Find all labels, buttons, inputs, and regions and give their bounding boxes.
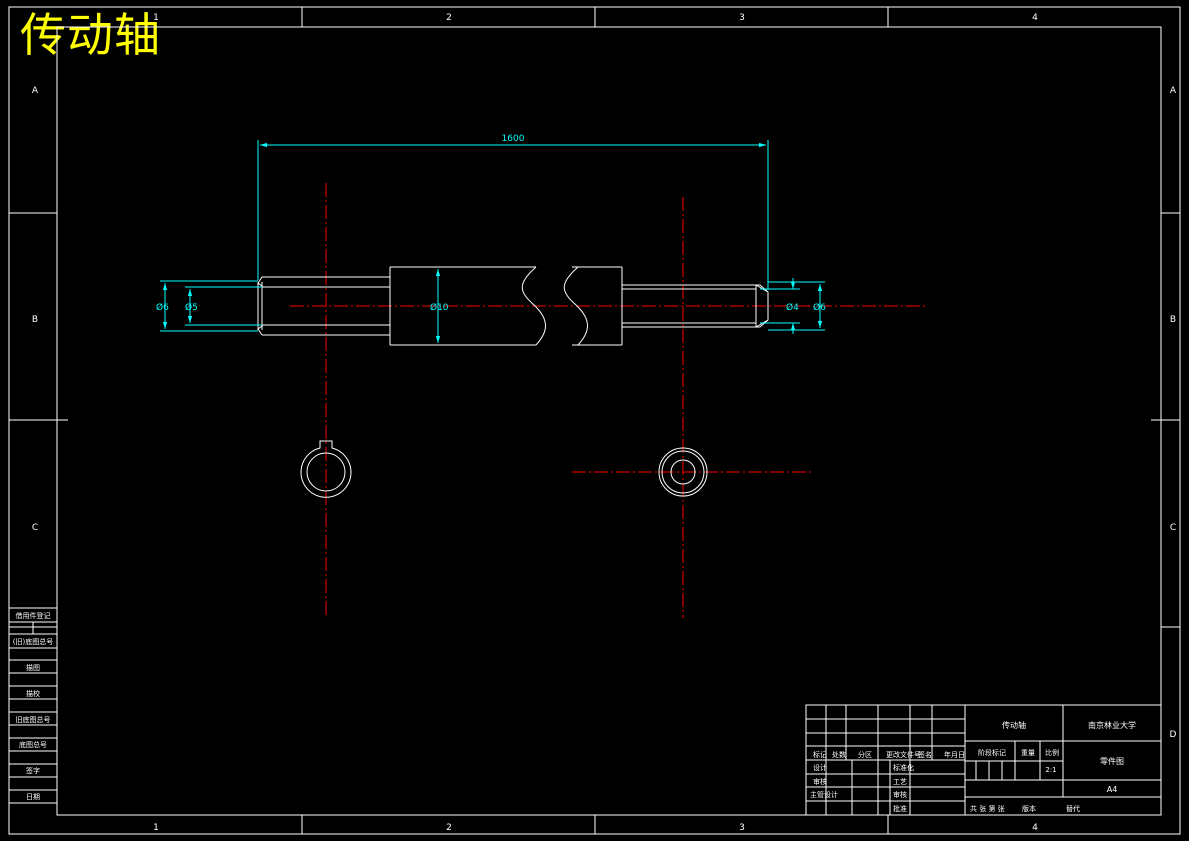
zone-col-top-3: 3 [739, 13, 745, 23]
tb-design: 设计 [813, 763, 827, 772]
tb-approve: 批准 [893, 804, 907, 813]
dim-text-right-inner: Ø4 [786, 302, 799, 313]
dimension-texts: 1600 Ø6 Ø5 Ø10 Ø4 Ø6 [156, 134, 826, 313]
zone-row-right-b: B [1170, 315, 1176, 325]
zone-row-left-c: C [32, 523, 38, 533]
tb-part-name: 传动轴 [1002, 720, 1026, 730]
tb-craft: 工艺 [893, 778, 907, 786]
zone-col-bottom-4: 4 [1032, 823, 1038, 833]
hollow-end-section [658, 447, 708, 497]
title-block-texts: 传动轴 南京林业大学 零件图 A4 2:1 标记 处数 分区 更改文件号 签名 … [810, 720, 1136, 813]
zone-ticks [9, 7, 1180, 834]
tb-weight: 重量 [1021, 749, 1035, 757]
dim-text-body: Ø10 [430, 302, 449, 313]
tb-standardize: 标准化 [893, 763, 914, 772]
zone-col-bottom-3: 3 [739, 823, 745, 833]
tb-check: 审核 [813, 777, 827, 786]
zone-row-right-a: A [1170, 86, 1177, 96]
rev-label-7: 日期 [26, 793, 40, 801]
shaft-outline [257, 266, 769, 346]
break-line-left [521, 266, 546, 346]
tb-doc-no: 更改文件号 [886, 750, 921, 759]
tb-scale: 比例 [1045, 748, 1059, 757]
dim-text-right-outer: Ø6 [813, 302, 826, 313]
tb-date: 年月日 [944, 750, 965, 759]
zone-row-right-d: D [1170, 730, 1177, 740]
dim-text-left-inner: Ø5 [185, 302, 198, 313]
tb-process: 主管设计 [810, 790, 838, 799]
zone-col-top-2: 2 [446, 13, 452, 23]
rev-label-3: 描校 [26, 689, 40, 698]
tb-version: 版本 [1022, 804, 1036, 813]
tb-replace: 替代 [1066, 804, 1080, 813]
revision-column [9, 607, 57, 804]
outer-border [8, 6, 1181, 835]
zone-col-top-1: 1 [153, 13, 159, 23]
tb-paper-size: A4 [1107, 785, 1118, 794]
tb-signature: 签名 [918, 750, 932, 759]
tb-stage-mark: 阶段标记 [978, 748, 1006, 757]
left-end-step [257, 282, 263, 330]
rev-label-2: 描图 [26, 663, 40, 672]
rev-label-6: 签字 [26, 766, 40, 775]
rev-label-4: 旧底图总号 [16, 715, 51, 724]
revision-column-labels: 借用件登记 (旧)底图总号 描图 描校 旧底图总号 底图总号 签字 日期 [13, 611, 53, 801]
tb-count: 处数 [832, 750, 846, 759]
keyway-section [300, 440, 352, 498]
cross-sections [300, 440, 708, 498]
zone-col-top-4: 4 [1032, 13, 1038, 23]
zone-col-bottom-1: 1 [153, 823, 159, 833]
zone-row-right-c: C [1170, 523, 1176, 533]
centerlines [290, 183, 925, 618]
break-line-right [563, 266, 588, 346]
tb-organization: 南京林业大学 [1088, 720, 1136, 730]
tb-scale-value: 2:1 [1045, 766, 1056, 774]
tb-drawing-type: 零件图 [1100, 756, 1124, 766]
tb-review: 审核 [893, 790, 907, 799]
dim-text-length: 1600 [502, 134, 525, 144]
zone-row-left-b: B [32, 315, 38, 325]
zone-col-bottom-2: 2 [446, 823, 452, 833]
rev-label-5: 底图总号 [19, 740, 47, 749]
title-block-grid [805, 704, 1162, 816]
tb-mark: 标记 [813, 750, 827, 759]
zone-row-left-a: A [32, 86, 39, 96]
rev-label-0: 借用件登记 [16, 611, 51, 620]
tb-zone: 分区 [858, 750, 872, 759]
drawing-title: 传动轴 [20, 8, 161, 62]
rev-label-1: (旧)底图总号 [13, 637, 53, 646]
dim-text-left-outer: Ø6 [156, 302, 169, 313]
zone-labels: 1 2 3 4 1 2 3 4 A B C A B C D [32, 13, 1177, 833]
tb-total: 共 张 第 张 [970, 804, 1005, 813]
dimension-lines [160, 140, 825, 343]
